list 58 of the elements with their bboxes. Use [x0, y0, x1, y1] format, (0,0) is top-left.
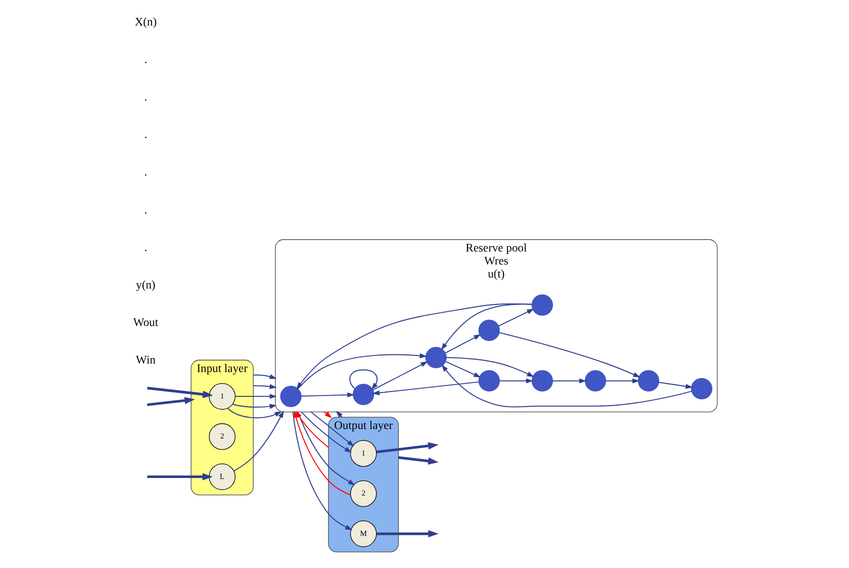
arrow [232, 404, 276, 409]
arrow [498, 332, 640, 378]
arrow [441, 364, 692, 408]
label: Win [135, 354, 156, 367]
label: . [144, 166, 147, 179]
label: . [144, 203, 147, 216]
arrow [372, 381, 479, 396]
node-circle [478, 370, 500, 392]
arrow [234, 394, 276, 399]
arrow [146, 386, 213, 398]
node-circle [280, 386, 302, 408]
arrow [445, 357, 534, 377]
arrow [252, 384, 276, 389]
arrow [310, 411, 354, 447]
arrow [296, 411, 355, 486]
arrow [295, 410, 328, 448]
arrow [498, 378, 533, 384]
label: . [144, 128, 147, 142]
arrow [146, 473, 212, 480]
arrow [552, 378, 586, 384]
node-circle [352, 384, 374, 406]
arrow [372, 361, 428, 390]
arrow [376, 530, 438, 538]
label: . [144, 52, 147, 66]
node-circle [424, 346, 446, 368]
arrow [226, 408, 282, 418]
arrow [292, 411, 352, 530]
arrow [323, 411, 332, 418]
node-circle [531, 370, 552, 392]
arrow [440, 304, 532, 350]
arrow [300, 411, 352, 453]
node-circle [584, 370, 606, 392]
node-circle [690, 378, 712, 400]
node-circle [637, 370, 659, 392]
arrow [498, 308, 534, 327]
arrow [146, 396, 194, 406]
arrow [335, 410, 342, 418]
arrow [296, 353, 426, 390]
arrow [293, 410, 350, 496]
label: Wout [132, 316, 158, 330]
label: y(n) [136, 278, 155, 292]
arrow [444, 361, 480, 378]
label: X(n) [134, 15, 156, 28]
label: . [144, 240, 147, 254]
arrow [348, 369, 378, 390]
arrow [300, 392, 354, 398]
arrow [296, 303, 532, 390]
arrow [398, 456, 438, 465]
arrow [233, 410, 284, 472]
cluster: Reserve pool Wres u(t) [274, 239, 718, 412]
node-circle [478, 320, 500, 342]
arrow [604, 378, 639, 384]
arrow [444, 334, 480, 354]
arrow [658, 382, 692, 389]
arrow [252, 374, 276, 379]
label: . [144, 90, 147, 104]
node-circle [531, 294, 552, 316]
arrow [376, 442, 438, 454]
